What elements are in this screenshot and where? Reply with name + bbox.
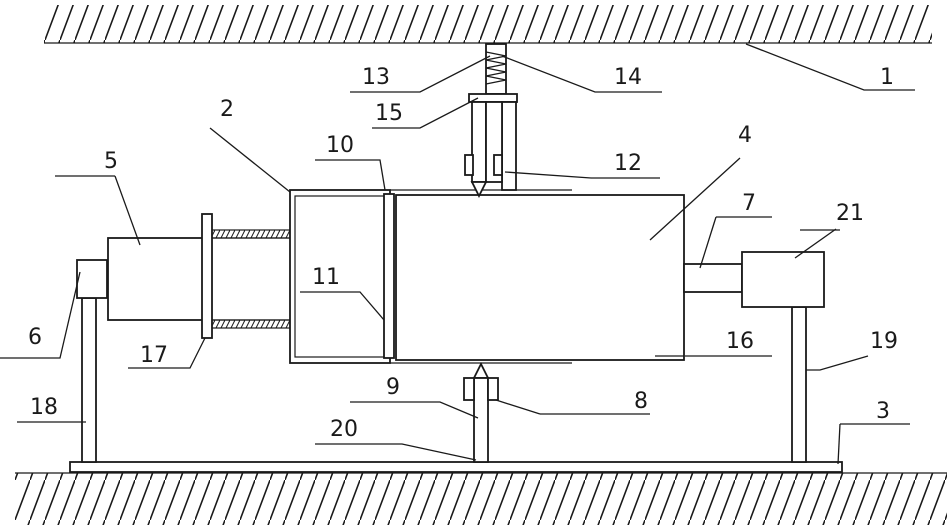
label-21: 21 [836, 201, 864, 226]
label-14: 14 [614, 65, 642, 90]
label-8: 8 [634, 389, 648, 414]
bottom-pin [464, 364, 498, 462]
connecting-rod [684, 264, 742, 292]
label-3: 3 [876, 399, 890, 424]
label-1: 1 [880, 65, 894, 90]
label-17: 17 [140, 343, 168, 368]
label-7: 7 [742, 191, 756, 216]
label-11: 11 [312, 265, 340, 290]
left-support-column [82, 298, 96, 462]
ground [15, 473, 947, 525]
label-5: 5 [104, 149, 118, 174]
base-plate [70, 462, 842, 472]
label-18: 18 [30, 395, 58, 420]
top-guide-assembly [465, 44, 517, 196]
right-support-column [792, 307, 806, 462]
label-20: 20 [330, 417, 358, 442]
ceiling [44, 5, 932, 43]
label-13: 13 [362, 65, 390, 90]
label-10: 10 [326, 133, 354, 158]
label-19: 19 [870, 329, 898, 354]
threaded-shaft [108, 238, 206, 320]
label-4: 4 [738, 123, 752, 148]
main-body [396, 195, 684, 360]
piston-plate [384, 194, 394, 358]
label-6: 6 [28, 325, 42, 350]
label-15: 15 [375, 101, 403, 126]
label-16: 16 [726, 329, 754, 354]
left-block [77, 260, 107, 298]
label-2: 2 [220, 97, 234, 122]
motor-box [742, 252, 824, 307]
connecting-tube [212, 230, 290, 328]
flange [202, 214, 212, 338]
housing [290, 190, 390, 363]
label-12: 12 [614, 151, 642, 176]
label-9: 9 [386, 375, 400, 400]
